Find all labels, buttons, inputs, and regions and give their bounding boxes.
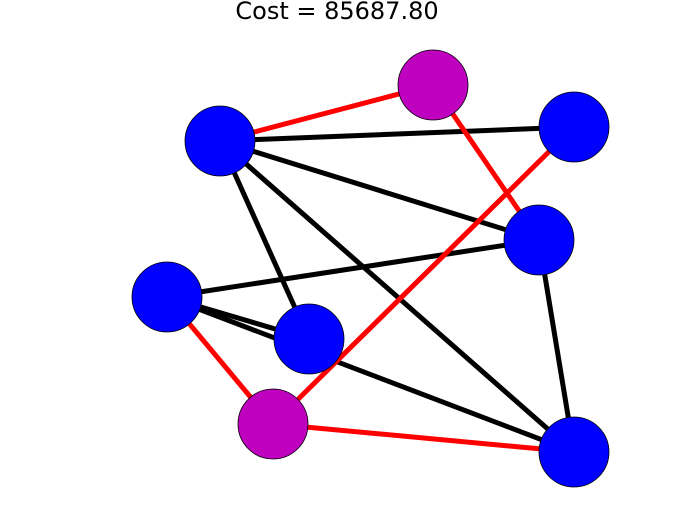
graph-node-n4 <box>503 204 575 276</box>
graph-node-n8 <box>538 416 610 488</box>
graph-node-n5 <box>273 303 345 375</box>
edge-n1-n4 <box>217 138 542 243</box>
edge-n7-n8 <box>270 421 577 455</box>
edge-n4-n8 <box>536 237 577 455</box>
nodes-layer <box>131 49 610 488</box>
graph-node-n6 <box>131 261 203 333</box>
edge-n1-n2 <box>217 82 436 144</box>
edge-n1-n5 <box>217 138 312 342</box>
edge-n1-n3 <box>217 124 577 144</box>
graph-node-n2 <box>397 49 469 121</box>
edge-n1-n8 <box>217 138 577 455</box>
edge-n4-n6 <box>164 237 542 300</box>
edge-n3-n7 <box>270 124 577 427</box>
graph-node-n7 <box>237 388 309 460</box>
graph-node-n1 <box>184 105 256 177</box>
graph-node-n3 <box>538 91 610 163</box>
graph-title: Cost = 85687.80 <box>235 0 439 25</box>
edge-n6-n8 <box>164 294 577 455</box>
